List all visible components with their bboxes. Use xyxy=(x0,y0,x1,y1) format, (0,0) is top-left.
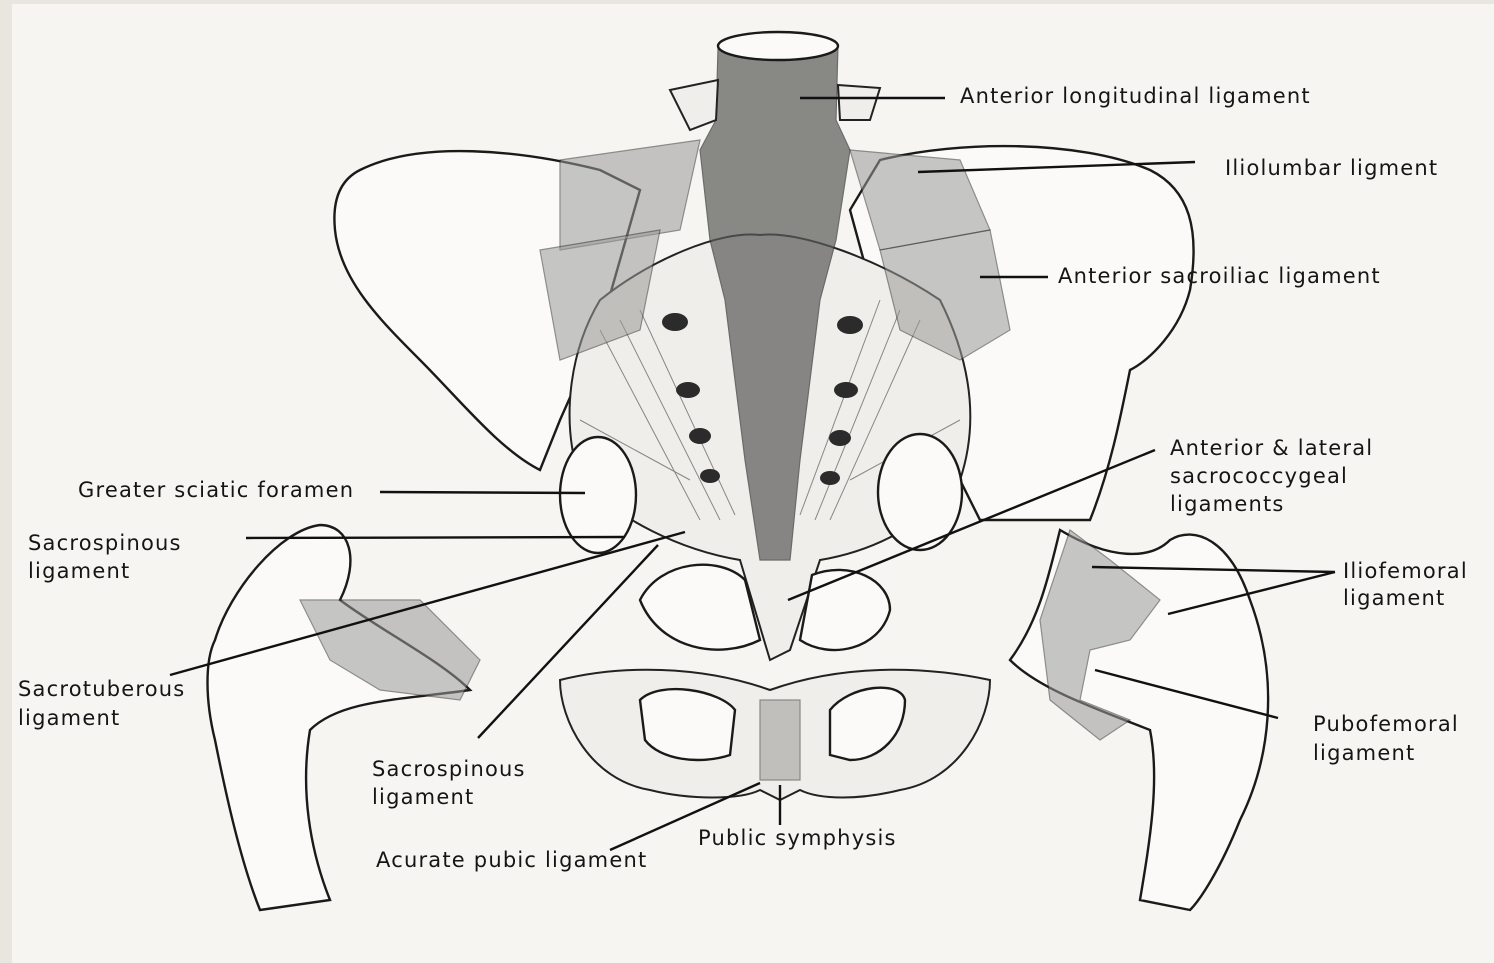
transverse-process-right xyxy=(838,85,880,120)
label-anterior-lateral-line2: sacrococcygeal xyxy=(1170,462,1348,490)
greater-sciatic-foramen-right xyxy=(878,434,962,550)
label-sacrotuberous-line1: Sacrotuberous xyxy=(18,675,185,703)
transverse-process-left xyxy=(670,80,718,130)
label-sacrospinous-lower-line1: Sacrospinous xyxy=(372,755,526,783)
label-anterior-lateral-line1: Anterior & lateral xyxy=(1170,434,1373,462)
label-sacrospinous-lower-line2: ligament xyxy=(372,783,474,811)
label-sacrotuberous-line2: ligament xyxy=(18,704,120,732)
label-greater-sciatic-foramen: Greater sciatic foramen xyxy=(78,476,354,504)
pelvic-inlet-left xyxy=(640,565,760,650)
pelvic-inlet-right xyxy=(800,570,890,650)
pubic-symphysis xyxy=(760,700,800,780)
leader-sacrospinous-upper xyxy=(246,537,625,538)
iliolumbar-band-left xyxy=(560,140,700,250)
vertebra-top xyxy=(718,32,838,60)
label-pubofemoral-line1: Pubofemoral xyxy=(1313,710,1459,738)
greater-sciatic-foramen-left xyxy=(560,437,636,553)
label-public-symphysis: Public symphysis xyxy=(698,824,897,852)
label-sacrospinous-upper-line1: Sacrospinous xyxy=(28,529,182,557)
obturator-foramen-left xyxy=(640,689,735,760)
label-anterior-longitudinal-ligament: Anterior longitudinal ligament xyxy=(960,82,1311,110)
label-iliofemoral-line2: ligament xyxy=(1343,584,1445,612)
label-sacrospinous-upper-line2: ligament xyxy=(28,557,130,585)
leader-greater-sciatic xyxy=(380,492,585,493)
label-iliolumbar-ligament: Iliolumbar ligment xyxy=(1225,154,1438,182)
label-anterior-lateral-line3: ligaments xyxy=(1170,490,1285,518)
label-acurate-pubic-ligament: Acurate pubic ligament xyxy=(376,846,647,874)
label-pubofemoral-line2: ligament xyxy=(1313,739,1415,767)
label-iliofemoral-line1: Iliofemoral xyxy=(1343,557,1468,585)
label-anterior-sacroiliac-ligament: Anterior sacroiliac ligament xyxy=(1058,262,1381,290)
